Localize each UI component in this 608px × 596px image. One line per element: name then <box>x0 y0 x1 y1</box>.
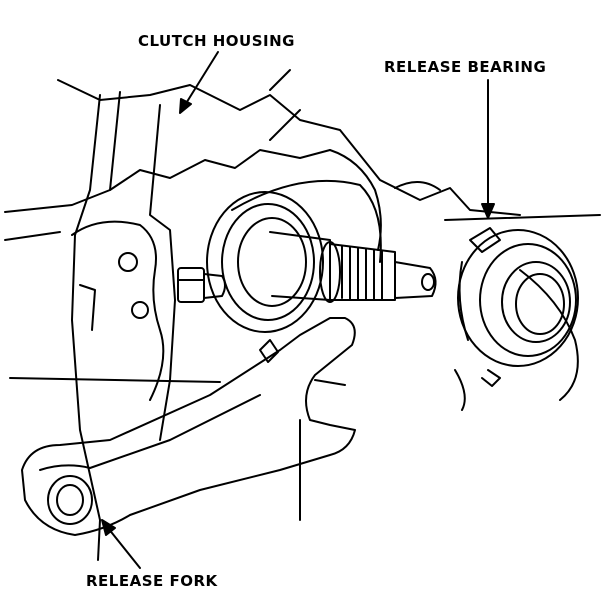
input-shaft <box>269 231 437 303</box>
housing-bolt <box>177 267 226 303</box>
release-bearing <box>457 227 579 387</box>
release-fork-arrow <box>101 519 141 569</box>
release-bearing-label: RELEASE BEARING <box>384 58 547 76</box>
housing-background <box>4 69 601 411</box>
release-fork <box>21 317 356 536</box>
release-bearing-arrow <box>481 79 495 219</box>
clutch-housing-label: CLUTCH HOUSING <box>138 32 295 50</box>
clutch-housing-arrow <box>179 51 219 114</box>
release-fork-label: RELEASE FORK <box>86 572 218 590</box>
clutch-housing <box>71 91 176 561</box>
left-leader-line <box>9 377 221 383</box>
clutch-cover-flange <box>206 179 382 333</box>
